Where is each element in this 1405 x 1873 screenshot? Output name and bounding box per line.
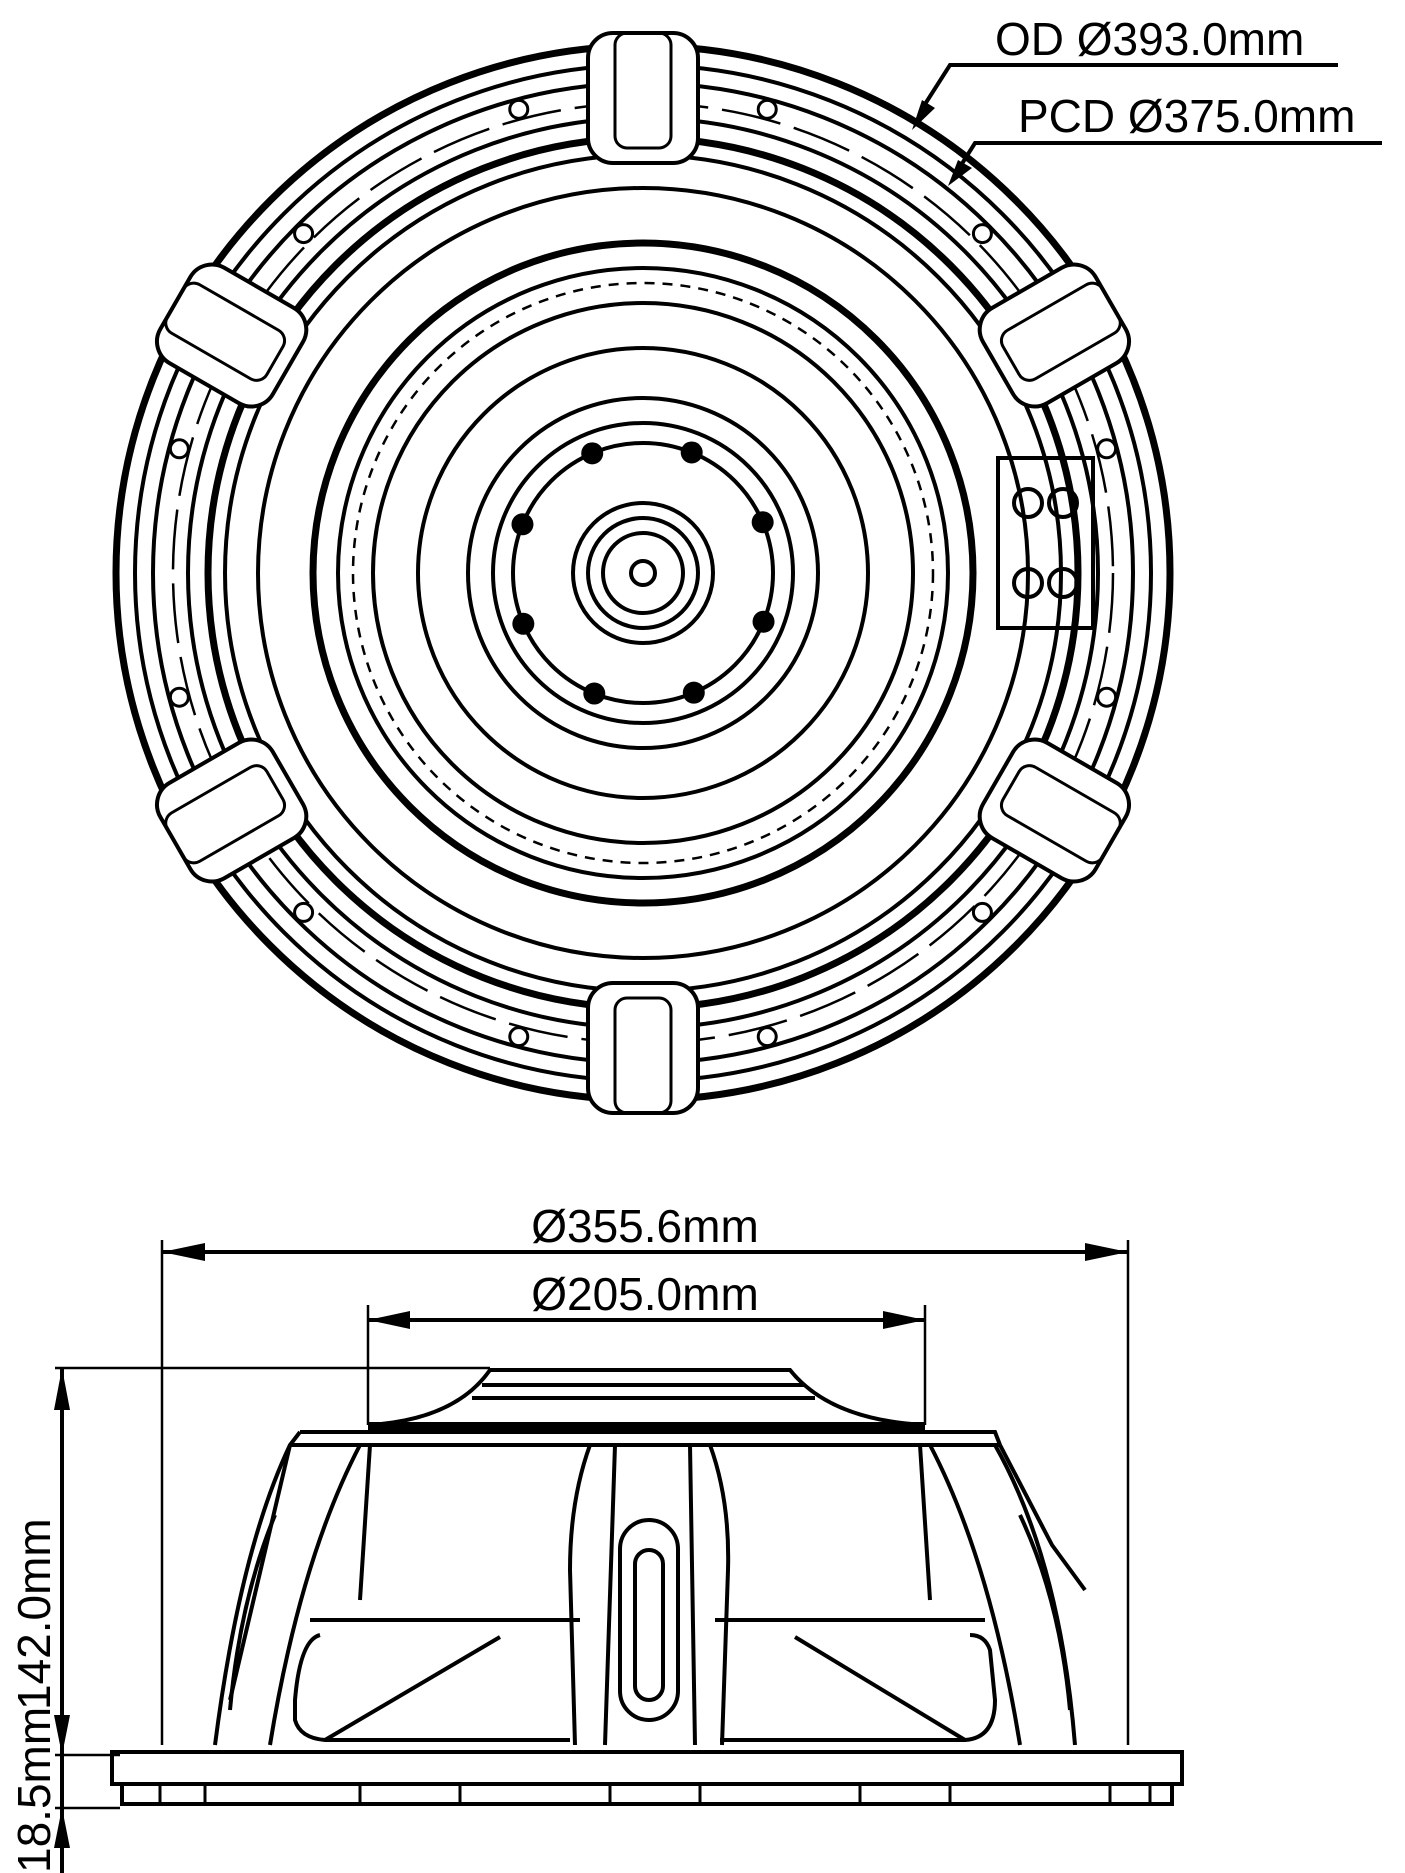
od-label: OD Ø393.0mm <box>995 13 1304 65</box>
mounting-hole <box>508 1026 530 1048</box>
bolt-hole <box>682 681 705 704</box>
depth-label: 142.0mm <box>8 1518 60 1710</box>
magnet <box>416 346 870 800</box>
outer-rim <box>112 42 1174 1104</box>
terminal-block <box>996 456 1095 630</box>
mounting-hole <box>293 901 315 923</box>
mounting-hole <box>293 223 315 245</box>
mounting-hole <box>971 223 993 245</box>
spoke <box>154 737 309 884</box>
mounting-hole <box>168 686 190 708</box>
bolt-hole <box>680 441 703 464</box>
magnet-cap <box>367 1368 926 1427</box>
od-callout: OD Ø393.0mm <box>912 13 1338 130</box>
bolt-holes <box>511 441 775 705</box>
mounting-flange <box>110 1750 1184 1786</box>
bolt-hole <box>751 511 774 534</box>
spoke-rib <box>613 31 673 150</box>
spoke <box>977 262 1132 409</box>
spoke <box>977 737 1132 884</box>
spoke-rib <box>164 281 287 382</box>
bolt-hole <box>511 513 534 536</box>
side-view: Ø355.6mm Ø205.0mm 142.0mm 18.5mm <box>8 1200 1184 1873</box>
mounting-holes <box>168 98 1118 1048</box>
spoke-rib <box>613 996 673 1115</box>
bolt-hole <box>583 682 606 705</box>
mounting-hole <box>756 98 778 120</box>
front-view <box>112 31 1174 1115</box>
spoke-body <box>586 31 700 165</box>
pcd-label: PCD Ø375.0mm <box>1018 90 1355 142</box>
spoke <box>154 262 309 409</box>
mounting-hole <box>508 98 530 120</box>
mounting-hole <box>168 438 190 460</box>
spoke <box>586 31 700 165</box>
spoke-body <box>586 981 700 1115</box>
pole-piece <box>571 501 715 645</box>
outer-diameter-label: Ø355.6mm <box>531 1200 759 1252</box>
bolt-hole <box>512 612 535 635</box>
bolt-hole <box>752 610 775 633</box>
spoke <box>586 981 700 1115</box>
flange-label: 18.5mm <box>8 1707 60 1873</box>
spoke-rib <box>164 764 287 865</box>
mounting-hole <box>1096 438 1118 460</box>
mounting-hole <box>1096 686 1118 708</box>
vent-hole <box>629 559 657 587</box>
magnet-diameter-label: Ø205.0mm <box>531 1268 759 1320</box>
spoke-rib <box>999 764 1122 865</box>
pcd-callout: PCD Ø375.0mm <box>948 90 1382 186</box>
mounting-hole <box>756 1026 778 1048</box>
basket-spokes <box>154 31 1132 1115</box>
mounting-hole <box>971 901 993 923</box>
bolt-hole <box>581 442 604 465</box>
spoke-rib <box>999 281 1122 382</box>
basket-ring <box>309 239 977 907</box>
